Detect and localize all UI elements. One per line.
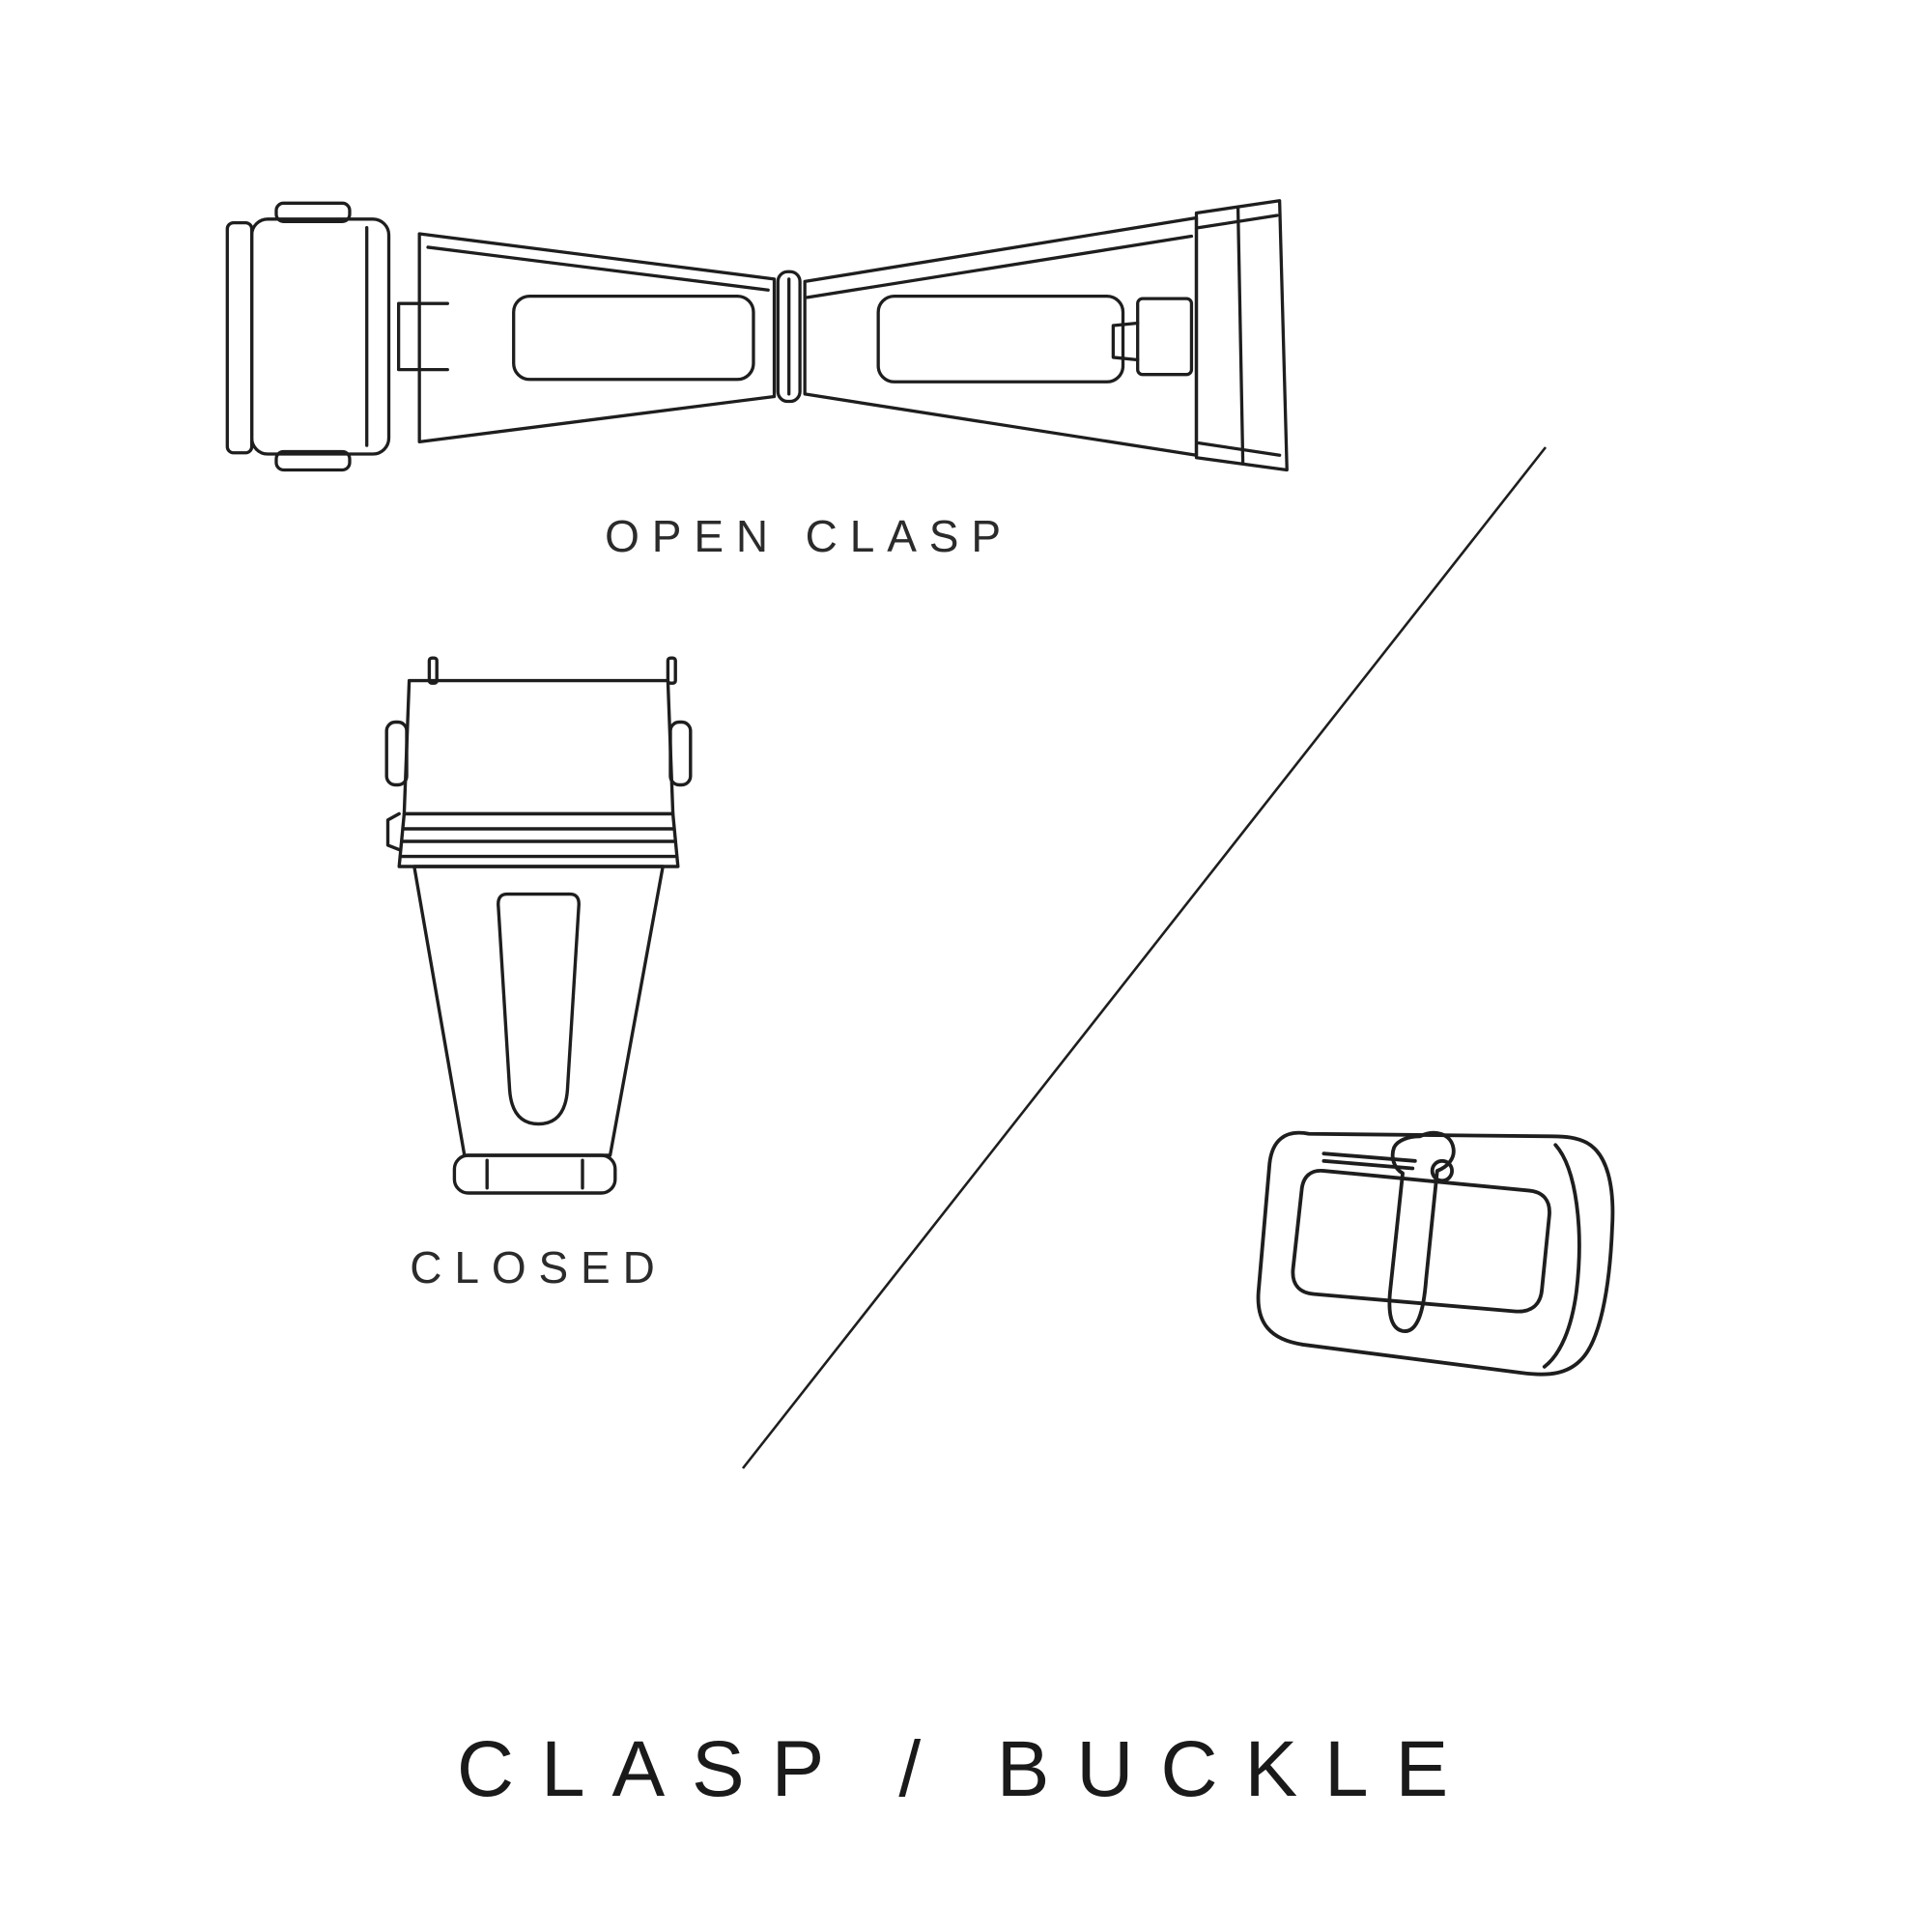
open-clasp-figure: [217, 179, 1294, 472]
diagram-title: CLASP / BUCKLE: [456, 1725, 1476, 1813]
clasp-notch: [396, 301, 449, 372]
spring-prongs: [427, 656, 677, 685]
closed-clasp-figure: [382, 653, 696, 1206]
buckle-frame: [1256, 1130, 1615, 1377]
fold-band: [385, 811, 680, 868]
open-clasp-illustration: [225, 199, 1289, 472]
buckle-figure: [1233, 1082, 1639, 1411]
buckle-prong: [1387, 1130, 1456, 1333]
closed-clasp-illustration: [384, 656, 693, 1195]
divider-line: [741, 446, 1548, 1469]
catch-hook: [1111, 297, 1194, 377]
open-clasp-label: OPEN CLASP: [605, 511, 1013, 561]
buckle-illustration: [1256, 1130, 1615, 1377]
right-end-link: [1194, 199, 1289, 472]
center-hinge: [776, 270, 802, 404]
left-end-link: [225, 201, 391, 472]
closed-clasp-label: CLOSED: [410, 1242, 668, 1293]
end-bar: [452, 1153, 617, 1195]
left-blade: [417, 232, 777, 443]
clasp-cover: [384, 678, 693, 816]
clasp-body: [412, 865, 665, 1157]
